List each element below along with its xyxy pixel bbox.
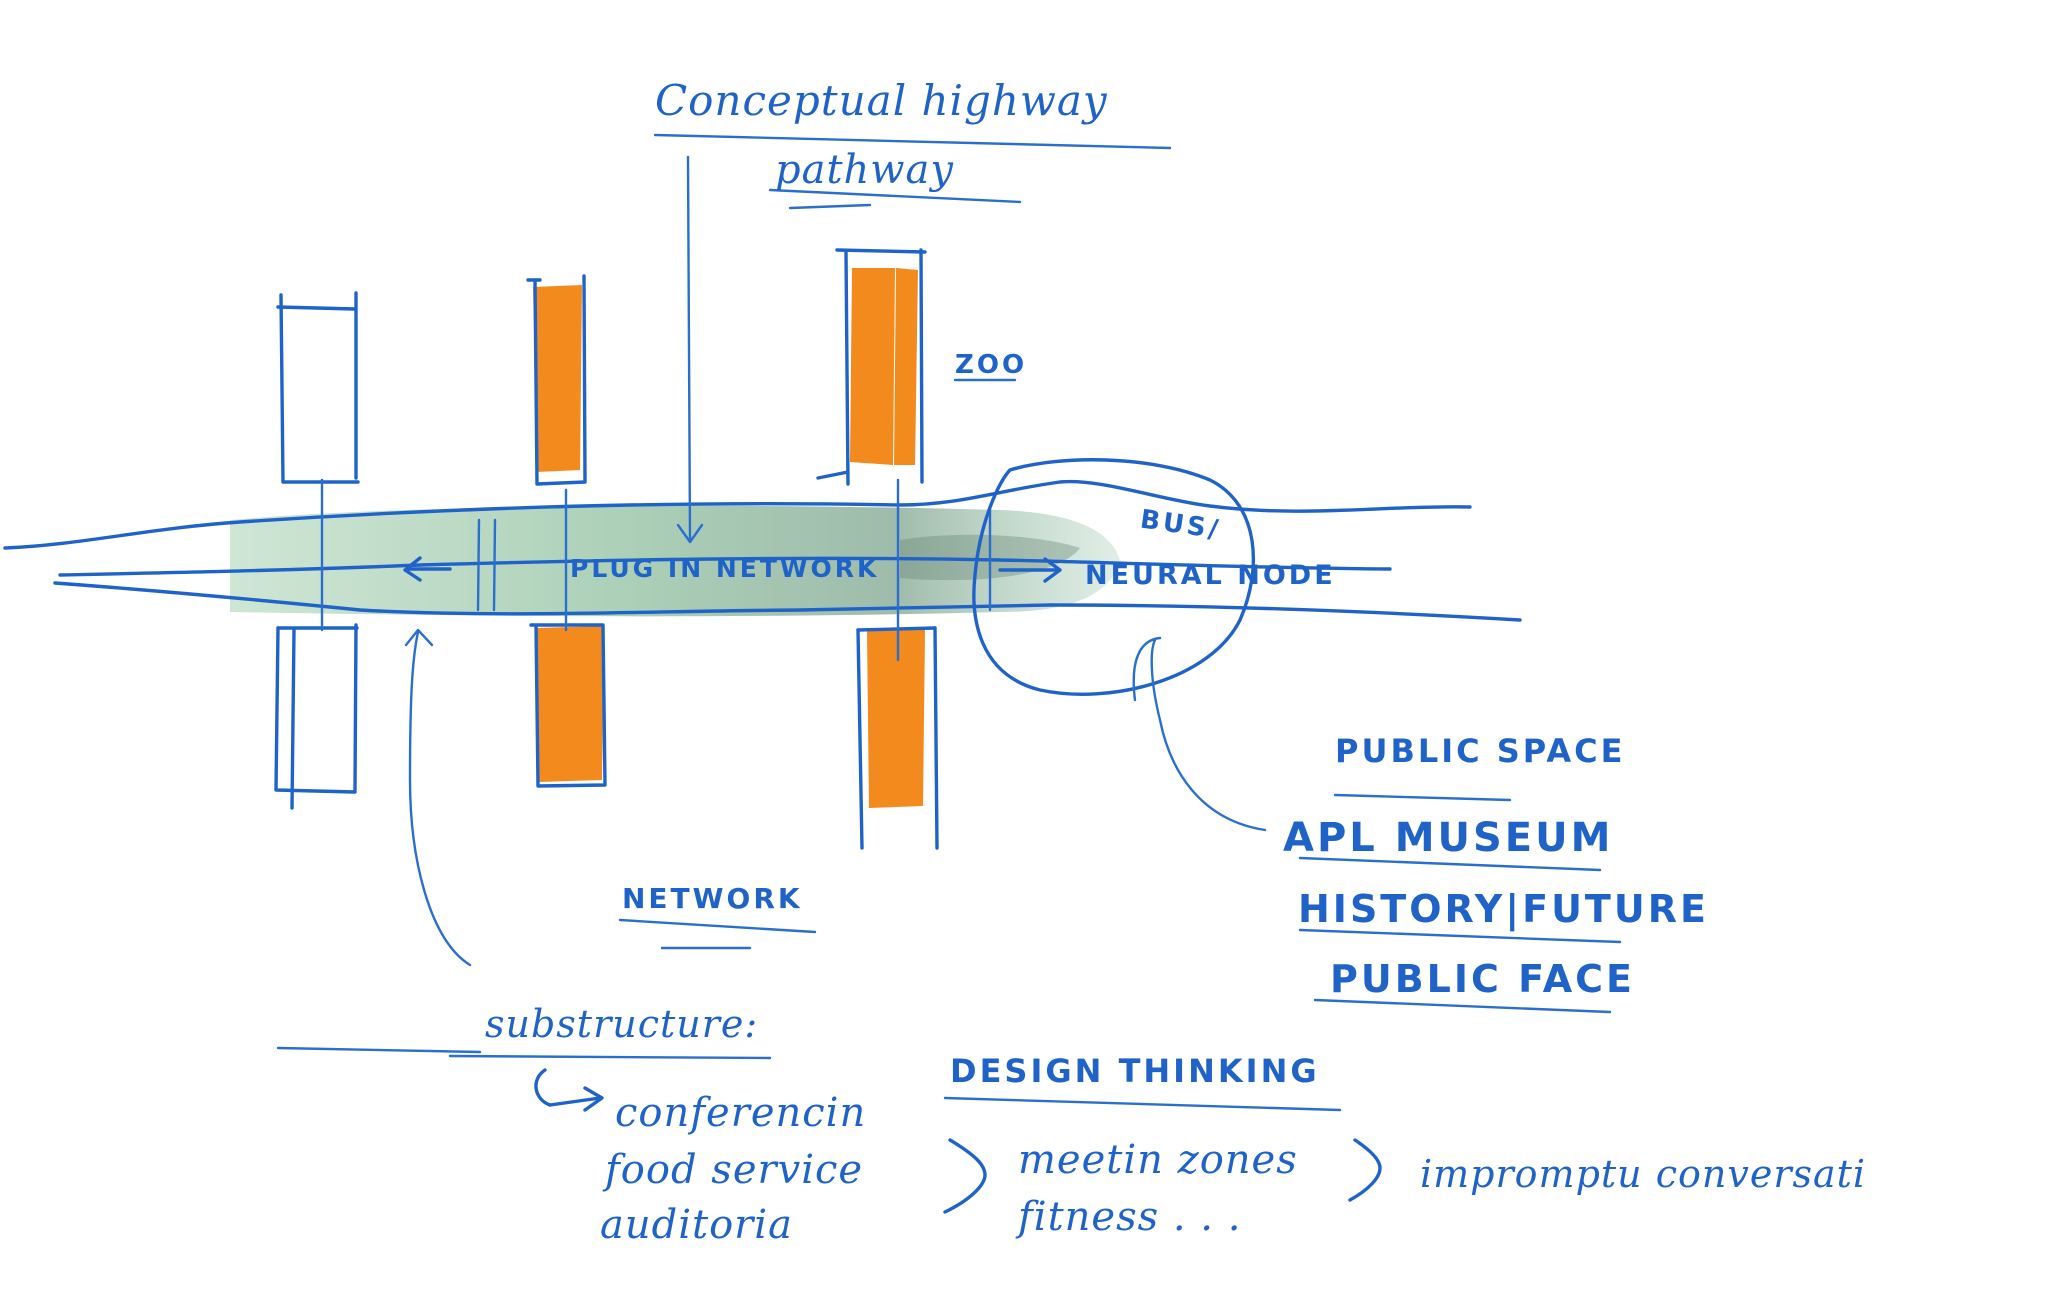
flow-chevrons — [534, 1068, 1382, 1214]
label-conferencing: conferencin — [615, 1090, 867, 1136]
label-auditoria: auditoria — [600, 1202, 793, 1248]
node-hook — [1132, 636, 1162, 702]
label-public-space: PUBLIC SPACE — [1335, 732, 1626, 770]
neural-node-circle — [972, 458, 1255, 696]
label-neural-node: NEURAL NODE — [1085, 560, 1336, 591]
title-pointer — [676, 155, 704, 544]
label-history-future: HISTORY|FUTURE — [1298, 887, 1709, 931]
label-substructure: substructure: — [485, 1002, 759, 1046]
label-impromptu-conversation: impromptu conversati — [1420, 1152, 1867, 1196]
public-space-leader — [1150, 638, 1267, 832]
label-plug-in-network: PLUG IN NETWORK — [570, 554, 880, 583]
title-pathway: pathway — [775, 147, 954, 193]
substructure-arrowhead — [404, 628, 434, 647]
substructure-leader — [408, 630, 472, 967]
label-meeting-zones: meetin zones — [1018, 1137, 1298, 1183]
label-network: NETWORK — [622, 882, 803, 915]
label-design-thinking: DESIGN THINKING — [950, 1052, 1320, 1090]
highway-arrows — [403, 556, 1062, 583]
underlines — [276, 133, 1622, 1112]
label-apl-museum: APL MUSEUM — [1283, 815, 1614, 861]
label-public-face: PUBLIC FACE — [1330, 957, 1635, 1001]
highway-outline — [3, 479, 1522, 622]
title-conceptual-highway: Conceptual highway — [655, 76, 1108, 125]
connector-lines — [320, 478, 992, 662]
label-fitness: fitness . . . — [1018, 1194, 1242, 1240]
building-outlines — [274, 248, 939, 850]
label-food-service: food service — [605, 1147, 864, 1193]
orange-buildings — [533, 268, 925, 808]
label-zoo: ZOO — [955, 350, 1028, 380]
